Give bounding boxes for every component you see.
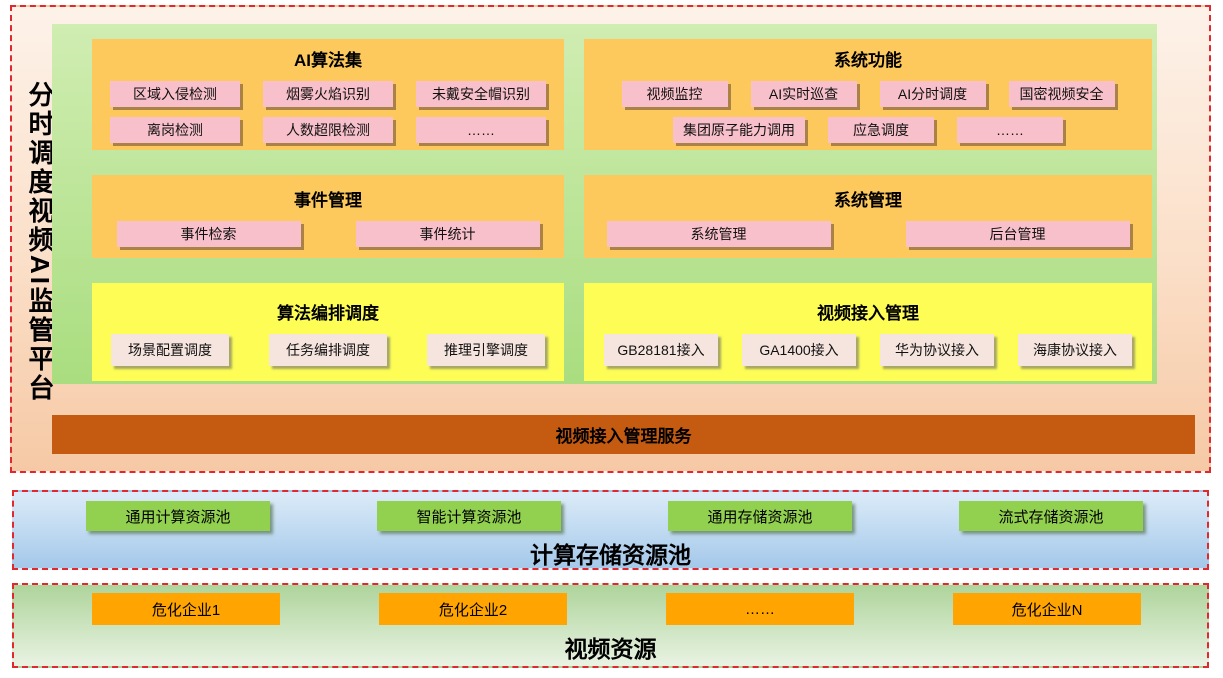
panel-algorithm-scheduling: 算法编排调度场景配置调度 任务编排调度 推理引擎调度 [92, 283, 564, 381]
function-area: AI算法集区域入侵检测烟雾火焰识别未戴安全帽识别离岗检测人数超限检测……系统功能… [52, 24, 1157, 384]
service-bar: 视频接入管理服务 [52, 415, 1195, 454]
node-row: 离岗检测人数超限检测 …… [92, 117, 564, 143]
system-functions-node: …… [957, 117, 1063, 143]
enterprise-node: …… [666, 593, 854, 625]
panel-title-system-management: 系统管理 [834, 191, 902, 210]
node-row: 集团原子能力调用应急调度 …… [584, 117, 1152, 143]
enterprise-node: 危化企业N [953, 593, 1141, 625]
panel-ai-algorithm-set: AI算法集区域入侵检测烟雾火焰识别未戴安全帽识别离岗检测人数超限检测 …… [92, 39, 564, 150]
node-row: GB28181接入 GA1400接入华为协议接入海康协议接入 [584, 333, 1152, 366]
enterprise-node: 危化企业1 [92, 593, 280, 625]
compute-storage-title: 计算存储资源池 [530, 542, 691, 568]
resource-pool-node: 通用计算资源池 [86, 501, 270, 531]
video-access-node: 华为协议接入 [880, 333, 994, 366]
panel-system-management: 系统管理系统管理后台管理 [584, 175, 1152, 258]
ai-algorithm-set-node: 人数超限检测 [263, 117, 393, 143]
panel-title-ai-algorithm-set: AI算法集 [294, 51, 362, 70]
event-management-node: 事件检索 [116, 221, 301, 247]
resource-pool-node: 通用存储资源池 [668, 501, 852, 531]
video-resource-frame: 危化企业1 危化企业2 …… 危化企业N 视频资源 [12, 583, 1209, 668]
video-access-node: 海康协议接入 [1018, 333, 1132, 366]
event-management-node: 事件统计 [355, 221, 540, 247]
platform-frame: 分时调度视频AI监管平台 AI算法集区域入侵检测烟雾火焰识别未戴安全帽识别离岗检… [10, 5, 1211, 473]
system-management-node: 系统管理 [606, 221, 831, 247]
node-row: 系统管理 后台管理 [584, 221, 1152, 247]
node-row: 视频监控 AI实时巡查 AI分时调度国密视频安全 [584, 81, 1152, 107]
algorithm-scheduling-node: 任务编排调度 [269, 333, 387, 366]
compute-storage-frame: 通用计算资源池 智能计算资源池 通用存储资源池 流式存储资源池 计算存储资源池 [12, 490, 1209, 570]
ai-algorithm-set-node: 离岗检测 [110, 117, 240, 143]
panel-system-functions: 系统功能视频监控 AI实时巡查 AI分时调度国密视频安全集团原子能力调用应急调度 …… [584, 39, 1152, 150]
compute-chip-row: 通用计算资源池 智能计算资源池 通用存储资源池 流式存储资源池 [14, 492, 1207, 531]
ai-algorithm-set-node: 区域入侵检测 [110, 81, 240, 107]
panel-title-system-functions: 系统功能 [834, 51, 902, 70]
algorithm-scheduling-node: 推理引擎调度 [427, 333, 545, 366]
algorithm-scheduling-node: 场景配置调度 [111, 333, 229, 366]
resource-pool-node: 智能计算资源池 [377, 501, 561, 531]
node-row: 事件检索 事件统计 [92, 221, 564, 247]
node-row: 区域入侵检测烟雾火焰识别未戴安全帽识别 [92, 81, 564, 107]
panel-video-access: 视频接入管理 GB28181接入 GA1400接入华为协议接入海康协议接入 [584, 283, 1152, 381]
system-functions-node: 应急调度 [828, 117, 934, 143]
video-resource-title: 视频资源 [564, 636, 657, 662]
panel-title-video-access: 视频接入管理 [817, 303, 919, 323]
system-functions-node: 视频监控 [621, 81, 728, 107]
system-functions-node: 国密视频安全 [1008, 81, 1115, 107]
panel-title-event-management: 事件管理 [294, 191, 362, 210]
function-grid: AI算法集区域入侵检测烟雾火焰识别未戴安全帽识别离岗检测人数超限检测……系统功能… [92, 39, 1157, 381]
resource-pool-node: 流式存储资源池 [959, 501, 1143, 531]
ai-algorithm-set-node: …… [416, 117, 546, 143]
panel-event-management: 事件管理事件检索 事件统计 [92, 175, 564, 258]
system-functions-node: 集团原子能力调用 [673, 117, 805, 143]
enterprise-node: 危化企业2 [379, 593, 567, 625]
ai-algorithm-set-node: 未戴安全帽识别 [416, 81, 546, 107]
ai-algorithm-set-node: 烟雾火焰识别 [263, 81, 393, 107]
system-functions-node: AI实时巡查 [750, 81, 857, 107]
video-access-node: GA1400接入 [742, 333, 856, 366]
panel-title-algorithm-scheduling: 算法编排调度 [277, 303, 379, 323]
system-management-node: 后台管理 [905, 221, 1130, 247]
video-access-node: GB28181接入 [604, 333, 718, 366]
platform-title: 分时调度视频AI监管平台 [25, 81, 55, 403]
system-functions-node: AI分时调度 [879, 81, 986, 107]
video-chip-row: 危化企业1 危化企业2 …… 危化企业N [14, 585, 1207, 625]
node-row: 场景配置调度 任务编排调度 推理引擎调度 [92, 333, 564, 366]
